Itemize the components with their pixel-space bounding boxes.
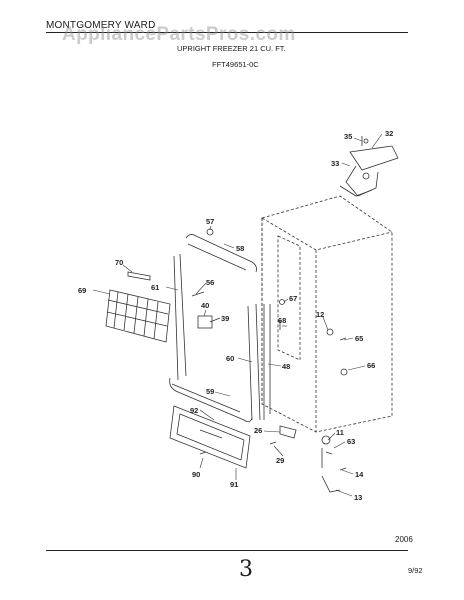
callout-32: 32 xyxy=(385,129,393,138)
diagram-title: UPRIGHT FREEZER 21 CU. FT. xyxy=(177,44,286,53)
top-hinge-assembly xyxy=(339,136,399,197)
leader-lines xyxy=(92,133,383,497)
brand-name: MONTGOMERY WARD xyxy=(46,20,156,31)
callout-60: 60 xyxy=(226,354,234,363)
callout-92: 92 xyxy=(190,406,198,415)
callout-12: 12 xyxy=(316,310,324,319)
site-watermark: AppliancePartsPros.com xyxy=(62,24,296,45)
callout-40: 40 xyxy=(201,301,209,310)
callout-70: 70 xyxy=(115,258,123,267)
callout-35: 35 xyxy=(344,132,352,141)
callout-65: 65 xyxy=(355,334,363,343)
callout-63: 63 xyxy=(347,437,355,446)
small-parts xyxy=(191,138,369,493)
callout-13: 13 xyxy=(354,493,362,502)
callout-66: 66 xyxy=(367,361,375,370)
header-rule xyxy=(46,32,408,33)
callout-68: 68 xyxy=(278,316,286,325)
callout-11: 11 xyxy=(336,428,344,437)
callout-69: 69 xyxy=(78,286,86,295)
callout-67: 67 xyxy=(289,294,297,303)
bottom-grille xyxy=(169,405,251,469)
cabinet-outline xyxy=(261,195,393,433)
revision-date: 9/92 xyxy=(408,566,423,575)
callout-91: 91 xyxy=(230,480,238,489)
callout-59: 59 xyxy=(206,387,214,396)
callout-57: 57 xyxy=(206,217,214,226)
callout-29: 29 xyxy=(276,456,284,465)
door-gasket-frame xyxy=(169,234,271,422)
model-number: FFT49651-0C xyxy=(212,60,259,69)
part-callouts: 35 32 33 57 58 70 56 61 69 40 39 67 68 1… xyxy=(78,129,393,502)
callout-33: 33 xyxy=(331,159,339,168)
callout-14: 14 xyxy=(355,470,364,479)
door-rack xyxy=(105,271,171,343)
callout-26: 26 xyxy=(254,426,262,435)
diagram-code: 2006 xyxy=(395,535,413,544)
callout-58: 58 xyxy=(236,244,244,253)
callout-39: 39 xyxy=(221,314,229,323)
callout-90: 90 xyxy=(192,470,200,479)
callout-61: 61 xyxy=(151,283,159,292)
footer-rule xyxy=(46,550,408,551)
callout-56: 56 xyxy=(206,278,214,287)
page-number: 3 xyxy=(239,557,253,582)
callout-48: 48 xyxy=(282,362,290,371)
